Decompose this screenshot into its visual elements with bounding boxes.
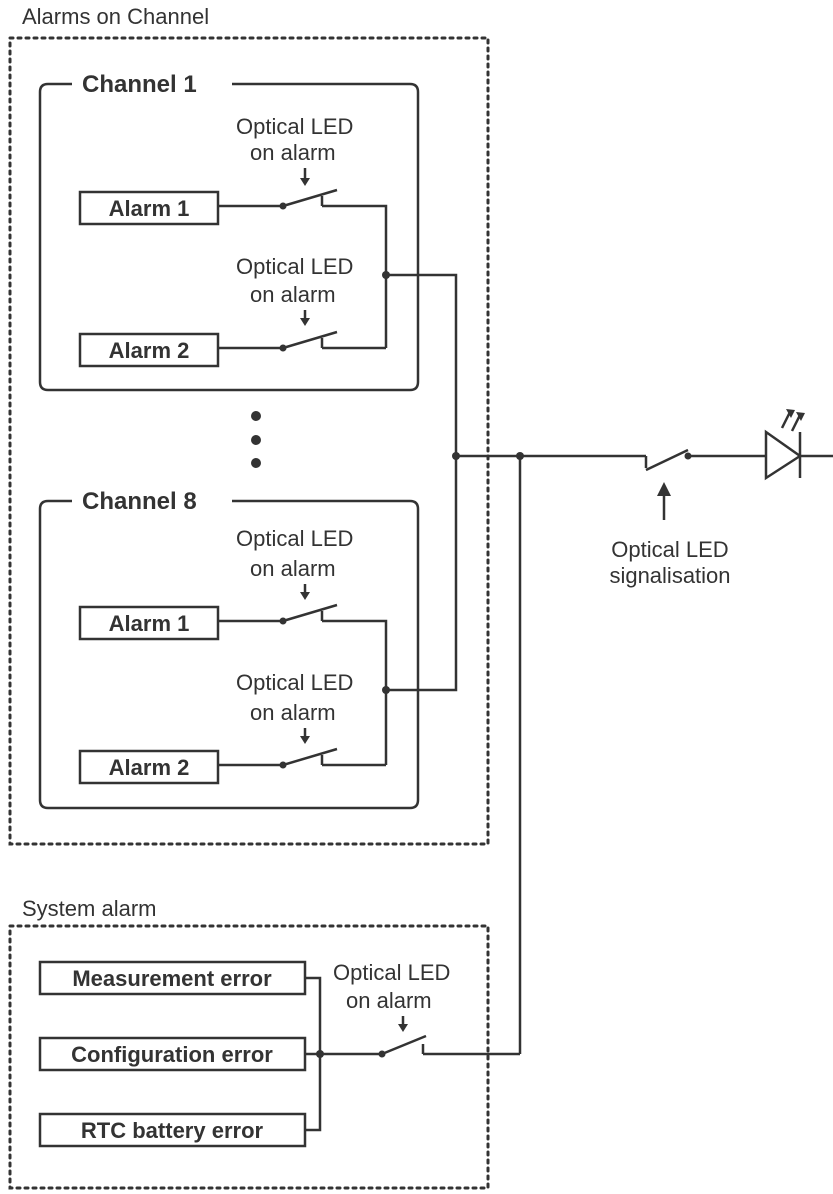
switch-label-line1: Optical LED: [333, 960, 450, 985]
diode-triangle: [764, 429, 803, 481]
error-label: Configuration error: [71, 1042, 273, 1067]
light-ray-arrow: [796, 412, 805, 421]
signalisation-label-line1: Optical LED: [611, 537, 728, 562]
channel-title: Channel 1: [82, 71, 197, 98]
channel-8-block: Channel 8 Optical LED on alarm Alarm 1 O…: [38, 488, 420, 810]
wire: [322, 619, 388, 765]
switch-blade: [645, 448, 689, 472]
light-ray-arrow: [786, 409, 795, 418]
group-frame-alarms-on-channel: [8, 36, 490, 846]
switch-label-line2: on alarm: [250, 556, 336, 581]
error-label: Measurement error: [72, 966, 272, 991]
light-ray: [780, 411, 792, 429]
switch-label-line2: on alarm: [250, 700, 336, 725]
switch-label-line1: Optical LED: [236, 114, 353, 139]
switch-label-line1: Optical LED: [236, 254, 353, 279]
switch-blade: [381, 1034, 427, 1056]
arrow-head: [657, 482, 671, 496]
switch-blade: [282, 188, 338, 208]
switch-label-line1: Optical LED: [236, 670, 353, 695]
alarm-label: Alarm 1: [109, 196, 190, 221]
arrow-head: [300, 178, 310, 186]
signalisation-label-line2: signalisation: [609, 563, 730, 588]
alarm-box: [78, 190, 220, 226]
channel-1-block: Channel 1 Optical LED on alarm Alarm 1 O…: [38, 71, 420, 392]
channel-frame: [38, 82, 420, 392]
switch-blade: [282, 330, 338, 350]
group-title-alarms-on-channel: Alarms on Channel: [22, 4, 209, 29]
group-frame-system-alarm: [8, 924, 490, 1190]
light-ray: [790, 414, 802, 432]
switch-blade: [282, 603, 338, 623]
alarm-box: [78, 605, 220, 641]
signalisation-switch: Optical LED signalisation: [609, 448, 766, 588]
arrow-head: [300, 318, 310, 326]
alarm-label: Alarm 2: [109, 755, 190, 780]
arrow-head: [300, 592, 310, 600]
channel-bus-wire: [386, 273, 458, 692]
switch-label-line1: Optical LED: [236, 526, 353, 551]
arrow-head: [398, 1024, 408, 1032]
led-diode-icon: [764, 409, 833, 481]
alarm-box: [78, 332, 220, 368]
channel-title: Channel 8: [82, 488, 197, 515]
alarm-box: [78, 749, 220, 785]
switch-label-line2: on alarm: [250, 282, 336, 307]
group-title-system-alarm: System alarm: [22, 896, 156, 921]
alarm-label: Alarm 2: [109, 338, 190, 363]
system-alarm-block: Measurement error Configuration error RT…: [38, 960, 520, 1148]
alarm-label: Alarm 1: [109, 611, 190, 636]
channel-frame: [38, 499, 420, 810]
switch-label-line2: on alarm: [250, 140, 336, 165]
wire: [322, 204, 388, 348]
switch-blade: [282, 747, 338, 767]
arrow-head: [300, 736, 310, 744]
error-label: RTC battery error: [81, 1118, 264, 1143]
switch-label-line2: on alarm: [346, 988, 432, 1013]
vertical-dots: [251, 411, 261, 468]
